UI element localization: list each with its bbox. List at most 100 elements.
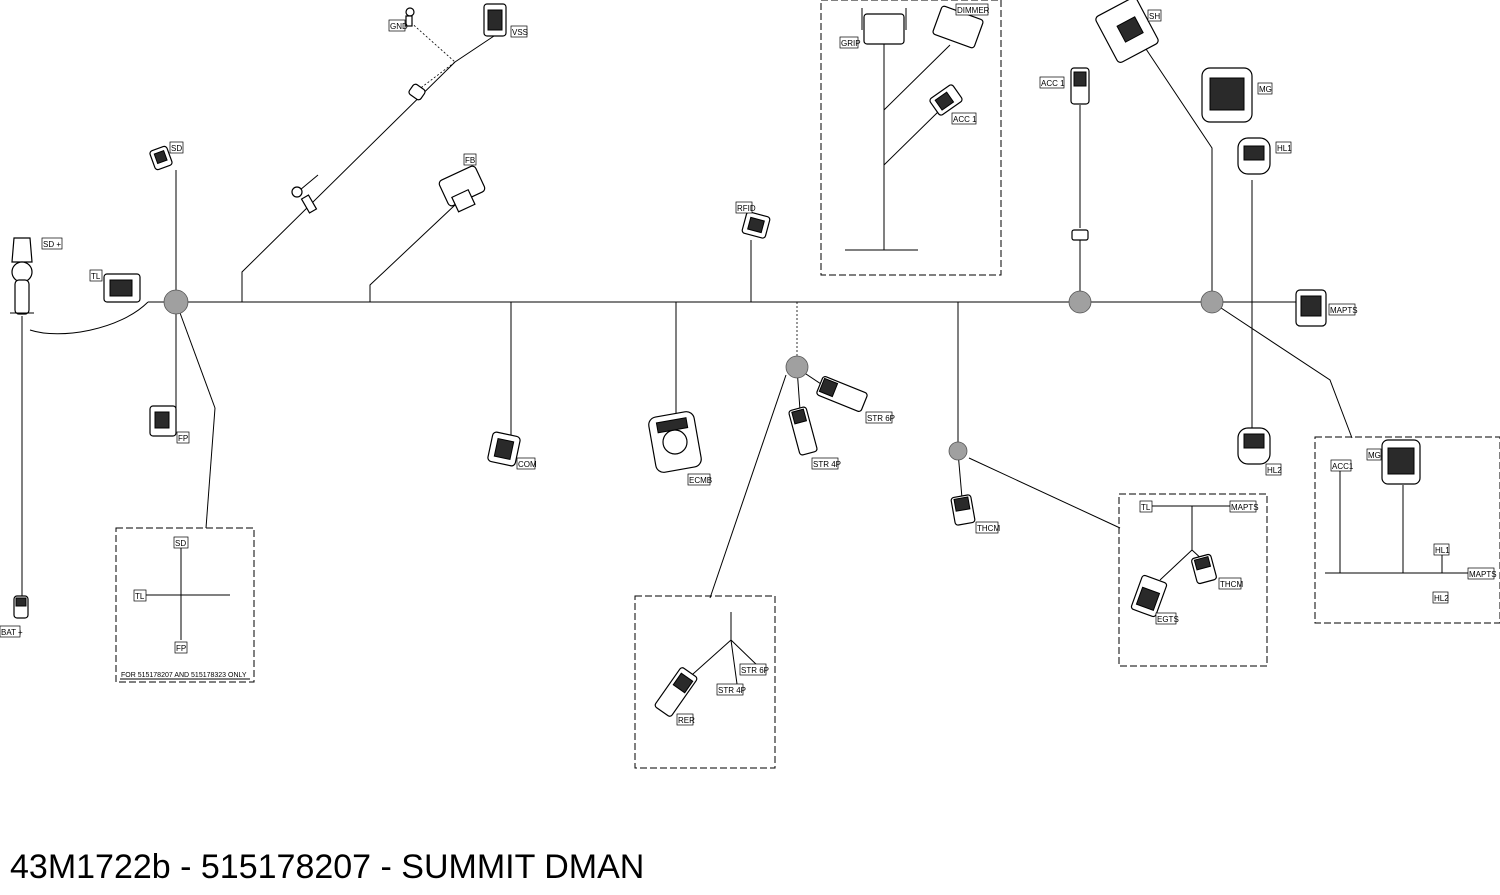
label-box-mg: MG xyxy=(1366,448,1382,461)
svg-text:HL1: HL1 xyxy=(1277,144,1292,153)
junction-str xyxy=(785,355,809,379)
svg-text:FOR 515178207 AND 515178323 ON: FOR 515178207 AND 515178323 ONLY xyxy=(121,672,247,679)
svg-text:FB: FB xyxy=(465,156,475,165)
svg-text:RFID: RFID xyxy=(737,204,756,213)
svg-text:STR 6P: STR 6P xyxy=(741,666,769,675)
harness-clip-icon xyxy=(408,83,426,101)
svg-text:TL: TL xyxy=(135,592,145,601)
thcm-connector-icon xyxy=(950,494,976,526)
inset-acc1-connector-icon xyxy=(929,84,963,116)
junction-left xyxy=(163,289,189,315)
svg-text:FP: FP xyxy=(176,644,186,653)
label-com: COM xyxy=(516,457,537,470)
com-connector-icon xyxy=(487,431,521,467)
tl-connector-icon xyxy=(103,273,141,303)
label-box-note: FOR 515178207 AND 515178323 ONLY xyxy=(121,672,247,679)
label-box-rer: RER xyxy=(676,713,695,726)
svg-text:GRIP: GRIP xyxy=(841,39,861,48)
svg-text:ACC 1: ACC 1 xyxy=(1041,79,1065,88)
label-box-sd: SD xyxy=(173,536,189,549)
hl2-connector-icon xyxy=(1237,427,1271,465)
inset-str-rer xyxy=(634,595,776,769)
label-mapts: MAPTS xyxy=(1328,303,1358,316)
svg-text:THCM: THCM xyxy=(1220,580,1243,589)
inset-thcm-connector-icon xyxy=(1191,553,1217,585)
label-sd-plus: SD + xyxy=(41,237,63,250)
label-ecmb: ECMB xyxy=(687,473,712,486)
rer-connector-icon xyxy=(654,667,698,717)
label-box-str4p: STR 4P xyxy=(716,683,746,696)
label-mg: MG xyxy=(1257,82,1273,95)
svg-text:STR 4P: STR 4P xyxy=(718,686,746,695)
svg-text:MG: MG xyxy=(1259,85,1272,94)
svg-text:MAPTS: MAPTS xyxy=(1469,570,1497,579)
svg-text:HL2: HL2 xyxy=(1267,466,1282,475)
svg-text:SD: SD xyxy=(171,144,182,153)
label-gnd: GND xyxy=(388,19,408,32)
svg-text:BAT +: BAT + xyxy=(1,628,23,637)
svg-text:HL1: HL1 xyxy=(1435,546,1450,555)
inset-mg-connector-icon xyxy=(1381,439,1421,485)
svg-text:STR 4P: STR 4P xyxy=(813,460,841,469)
svg-text:THCM: THCM xyxy=(977,524,1000,533)
label-box-mapts: MAPTS xyxy=(1229,500,1259,513)
branches xyxy=(21,19,1353,599)
label-thcm: THCM xyxy=(975,521,1000,534)
label-box-hl1: HL1 xyxy=(1433,543,1450,556)
label-rfid: RFID xyxy=(735,201,756,214)
label-fp: FP xyxy=(176,431,190,444)
label-dimmer: DIMMER xyxy=(955,3,990,16)
svg-text:ECMB: ECMB xyxy=(689,476,712,485)
junctions xyxy=(163,289,1224,461)
fp-connector-icon xyxy=(149,405,177,437)
junction-mg xyxy=(1200,290,1224,314)
svg-text:MAPTS: MAPTS xyxy=(1330,306,1358,315)
fb-connector-icon xyxy=(438,165,486,213)
svg-text:VSS: VSS xyxy=(512,28,528,37)
ecmb-connector-icon xyxy=(648,411,702,473)
str4p-connector-icon xyxy=(788,406,818,456)
svg-text:GND: GND xyxy=(390,22,408,31)
mg-connector-icon xyxy=(1201,67,1253,123)
grip-connector-icon xyxy=(861,8,907,45)
mapts-connector-icon xyxy=(1295,289,1327,327)
label-sh: SH xyxy=(1147,9,1162,22)
svg-text:TL: TL xyxy=(1141,503,1151,512)
sh-connector-icon xyxy=(1095,0,1159,63)
svg-text:ACC1: ACC1 xyxy=(1332,462,1354,471)
svg-text:COM: COM xyxy=(518,460,537,469)
junction-thcm xyxy=(948,441,968,461)
label-box-thcm: THCM xyxy=(1218,577,1243,590)
label-bat: BAT + xyxy=(0,625,23,638)
label-box-fp: FP xyxy=(174,641,188,654)
rfid-connector-icon xyxy=(741,211,771,239)
label-acc1: ACC 1 xyxy=(1039,76,1065,89)
bat-terminal-icon xyxy=(13,595,29,619)
sd-connector-icon xyxy=(149,145,173,171)
label-grip: GRIP xyxy=(839,36,861,49)
label-str4p: STR 4P xyxy=(811,457,841,470)
egts-connector-icon xyxy=(1130,574,1168,618)
label-vss: VSS xyxy=(510,25,528,38)
inset-mg-hl xyxy=(1314,436,1500,624)
label-box-acc1: ACC1 xyxy=(1330,459,1354,472)
label-box-hl2: HL2 xyxy=(1432,591,1449,604)
inset-grip-dimmer xyxy=(820,0,1002,276)
label-sd-top: SD xyxy=(169,141,184,154)
svg-text:MG: MG xyxy=(1368,451,1381,460)
inset-thcm-egts xyxy=(1118,493,1268,667)
ground-lug-icon xyxy=(291,186,318,214)
label-tags: GND VSS SD FB SD + TL FP COM ECMB RFID S… xyxy=(0,3,1497,726)
diagram-title: 43M1722b - 515178207 - SUMMIT DMAN xyxy=(10,848,645,886)
svg-text:RER: RER xyxy=(678,716,695,725)
label-box-str6p: STR 6P xyxy=(739,663,769,676)
svg-text:SD: SD xyxy=(175,539,186,548)
label-str6p: STR 6P xyxy=(865,411,895,424)
gnd-terminal-icon xyxy=(405,7,415,27)
junction-acc xyxy=(1068,290,1092,314)
label-box-tl2: TL xyxy=(1139,500,1153,513)
label-hl1: HL1 xyxy=(1275,141,1292,154)
acc1-fuse-icon xyxy=(1071,229,1089,241)
svg-text:EGTS: EGTS xyxy=(1157,615,1179,624)
label-hl2: HL2 xyxy=(1265,463,1282,476)
